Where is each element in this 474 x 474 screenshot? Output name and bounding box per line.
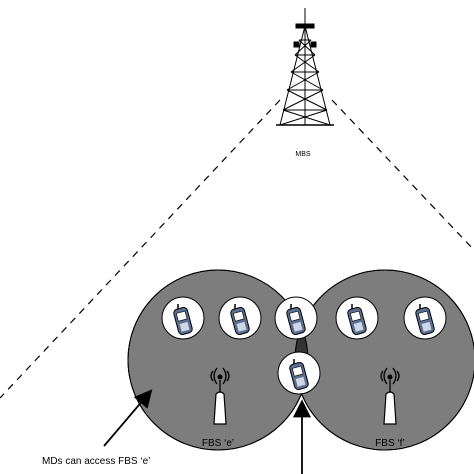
left-note: MDs can access FBS ‘e’ — [42, 456, 150, 467]
mobile-phone-icon — [335, 296, 379, 340]
mobile-phone-icon — [161, 296, 205, 340]
mbs-label: MBS — [295, 151, 311, 158]
femto-cell-f-label: FBS ‘f’ — [375, 438, 405, 449]
tower-icon — [276, 8, 334, 126]
mbs-coverage-line-left — [0, 99, 281, 399]
mobile-devices — [161, 296, 447, 395]
annotation-arrow-left — [103, 389, 153, 447]
mbs-coverage-line-right — [331, 99, 474, 251]
antenna-icon — [380, 367, 400, 425]
mobile-phone-icon — [403, 296, 447, 340]
mobile-phone-icon — [277, 351, 321, 395]
antenna-icon — [210, 367, 230, 425]
mobile-phone-icon — [218, 296, 262, 340]
femto-cell-e-label: FBS ‘e’ — [202, 438, 234, 449]
mobile-phone-icon — [274, 296, 318, 340]
